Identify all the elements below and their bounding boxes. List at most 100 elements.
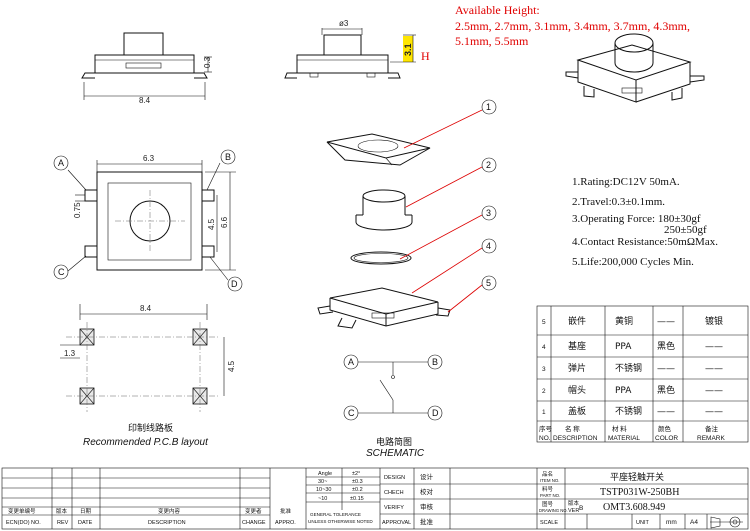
bom-head-color: COLOR — [655, 435, 678, 442]
col-change: CHANGE — [242, 520, 266, 526]
tol-row-2-val: ±0.2 — [352, 487, 363, 493]
bom-cell-desc: 基座 — [568, 340, 586, 352]
size-value: A4 — [690, 519, 698, 526]
scale-label: SCALE — [540, 520, 558, 526]
bom-head-mat-cn: 材 料 — [612, 424, 627, 433]
dim-3-1: 3.1 — [403, 43, 413, 56]
bom-cell-remark: —— — [705, 342, 723, 352]
bom-header: 序号 名 称 材 料 颜色 备注 NO. DESCRIPTION MATERIA… — [539, 424, 725, 442]
tol-row-3-val: ±0.15 — [350, 496, 364, 502]
spec-rating: 1.Rating:DC12V 50mA. — [572, 176, 680, 188]
tol-unless: UNLESS OTHERWISE NOTED — [308, 519, 373, 524]
name-label-cn: 品名 — [542, 470, 553, 478]
unit-value: mm — [666, 519, 677, 526]
item-name: 平座轻触开关 — [610, 471, 664, 483]
available-heights: Available Height: 2.5mm, 2.7mm, 3.1mm, 3… — [455, 3, 690, 48]
dim-pcb-1-3: 1.3 — [64, 349, 76, 358]
bom-head-desc: DESCRIPTION — [553, 435, 598, 442]
balloon-3: 3 — [486, 208, 491, 218]
spec-life: 5.Life:200,000 Cycles Min. — [572, 256, 694, 268]
tol-row-3: ~10 — [318, 496, 327, 502]
bom-cell-mat: 黄铜 — [615, 315, 633, 327]
col-description-cn: 变更内容 — [158, 507, 181, 515]
sign-design: DESIGN — [384, 475, 405, 481]
tol-row-2: 10~30 — [316, 487, 331, 493]
heights-line-2: 5.1mm, 5.5mm — [455, 34, 529, 48]
bom-head-no-cn: 序号 — [539, 424, 553, 433]
bom-cell-remark: 镀银 — [705, 315, 723, 327]
bom-cell-color: —— — [657, 317, 675, 327]
bom-cell-color: 黑色 — [657, 340, 675, 352]
bom-cell-desc: 弹片 — [568, 362, 586, 374]
schematic: A B C D 电路简图 SCHEMATIC — [343, 354, 443, 459]
heights-line-1: 2.5mm, 2.7mm, 3.1mm, 3.4mm, 3.7mm, 4.3mm… — [455, 19, 690, 33]
heights-title: Available Height: — [455, 3, 540, 17]
version-value: B — [579, 505, 583, 512]
tol-row-1: 30~ — [318, 479, 327, 485]
tol-angle-val: ±2° — [352, 471, 360, 477]
dim-0-75: 0.75 — [73, 202, 82, 218]
sch-pin-c: C — [348, 408, 355, 418]
bom-cell-color: —— — [657, 364, 675, 374]
bom-cell-remark: —— — [705, 407, 723, 417]
balloon-4: 4 — [486, 241, 491, 251]
bom-cell-mat: 不锈钢 — [615, 405, 642, 417]
bom-cell-color: 黑色 — [657, 384, 675, 396]
unit-label: UNIT — [636, 520, 649, 526]
bom-cell-no: 4 — [542, 344, 546, 351]
sign-check: CHECH — [384, 490, 404, 496]
dim-pcb-4-5: 4.5 — [227, 360, 236, 372]
col-ecn: ECN(DO) NO. — [6, 520, 41, 526]
col-rev-cn: 版本 — [56, 507, 68, 515]
bom-cell-no: 1 — [542, 409, 546, 416]
tol-general: GENERAL TOLERANCE — [310, 512, 361, 517]
bom-head-no: NO. — [539, 435, 551, 442]
sign-check-cn: 校对 — [420, 487, 434, 496]
sch-pin-b: B — [432, 357, 438, 367]
drawing-label-cn: 图号 — [542, 500, 554, 508]
dim-4-5: 4.5 — [207, 218, 216, 230]
bom-cell-color: —— — [657, 407, 675, 417]
schematic-caption-cn: 电路简图 — [376, 436, 412, 448]
col-ecn-cn: 变更单编号 — [8, 507, 36, 515]
sign-approval-cn: 批准 — [420, 517, 434, 526]
projection-symbol-icon — [710, 516, 743, 529]
sign-verify-cn: 审核 — [420, 502, 434, 511]
dim-pcb-8-4: 8.4 — [140, 304, 152, 313]
spec-force: 3.Operating Force: 180±30gf — [572, 213, 701, 225]
version-label-cn: 版本 — [568, 499, 580, 507]
sch-pin-a: A — [348, 357, 354, 367]
dim-8-4-front: 8.4 — [139, 96, 151, 105]
bom-cell-mat: PPA — [615, 342, 632, 352]
exploded-view: 1 2 3 4 5 — [317, 99, 497, 329]
col-date-cn: 日期 — [80, 508, 92, 515]
bom-cell-no: 3 — [542, 366, 546, 373]
dim-6-6: 6.6 — [220, 216, 229, 228]
part-label-en: PART NO. — [540, 493, 560, 498]
bom-cell-remark: —— — [705, 386, 723, 396]
part-label-cn: 料号 — [542, 485, 554, 493]
pcb-caption-en: Recommended P.C.B layout — [83, 437, 209, 448]
tol-angle: Angle — [318, 471, 332, 477]
dim-6-3: 6.3 — [143, 154, 155, 163]
bom-cell-mat: 不锈钢 — [615, 362, 642, 374]
pcb-caption-cn: 印制线路板 — [128, 422, 173, 434]
spec-force-2: 250±50gf — [664, 224, 707, 236]
pin-label-c: C — [58, 267, 65, 277]
sign-design-cn: 设计 — [420, 472, 434, 481]
col-change-cn: 变更者 — [245, 507, 262, 515]
part-number: TSTP031W-250BH — [600, 487, 679, 498]
bom-cell-no: 5 — [542, 319, 546, 326]
bom-cell-mat: PPA — [615, 386, 632, 396]
tol-row-1-val: ±0.3 — [352, 479, 363, 485]
dim-diameter-3: ø3 — [339, 19, 349, 28]
height-h-label: H — [421, 49, 430, 63]
pin-label-b: B — [225, 152, 231, 162]
bom-head-mat: MATERIAL — [608, 435, 640, 442]
top-view: 6.3 0.75 4.5 6.6 A B C D — [53, 149, 243, 292]
col-description: DESCRIPTION — [148, 520, 186, 526]
col-appro-cn: 批准 — [280, 507, 292, 515]
front-view: 0.3 8.4 — [81, 32, 212, 105]
side-view: ø3 3.1 H — [284, 19, 430, 79]
